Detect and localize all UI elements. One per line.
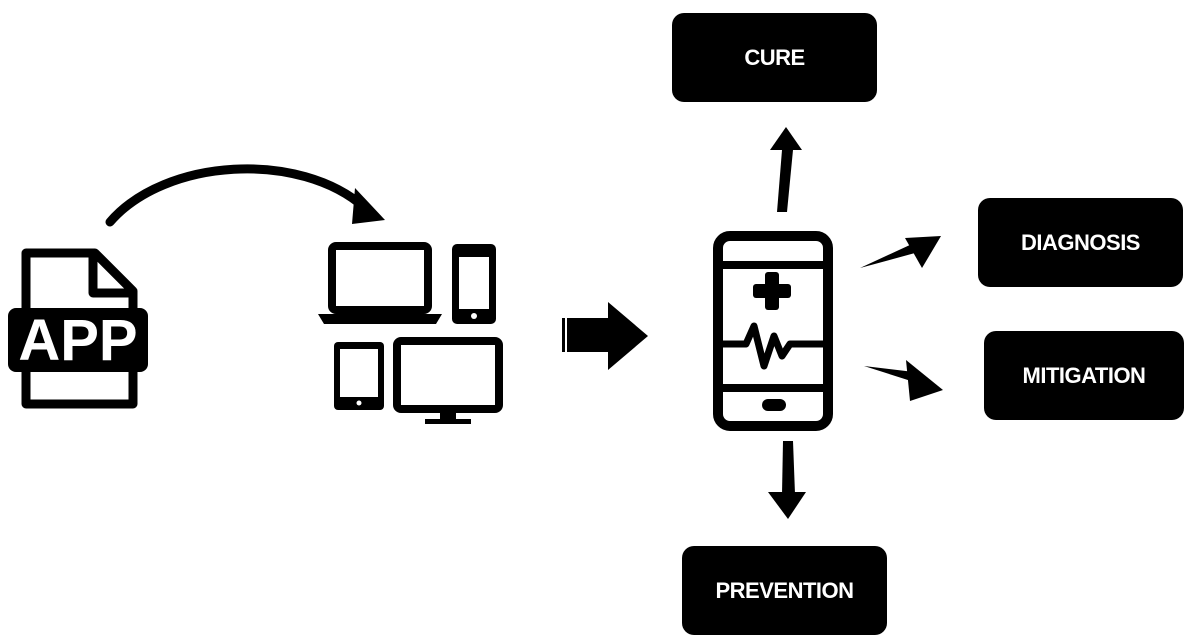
curved-arrow xyxy=(105,164,385,227)
cure-box: CURE xyxy=(672,13,877,102)
diagnosis-box: DIAGNOSIS xyxy=(978,198,1183,287)
monitor-icon xyxy=(393,337,503,424)
arrow-to-diagnosis xyxy=(860,236,941,268)
app-file-icon: APP xyxy=(8,248,148,409)
heartbeat-icon xyxy=(718,322,828,370)
devices-icon xyxy=(318,242,503,424)
mitigation-label: MITIGATION xyxy=(1022,362,1146,388)
tablet-icon xyxy=(334,342,384,410)
arrow-to-cure xyxy=(770,127,802,212)
arrow-to-mitigation xyxy=(864,360,943,401)
prevention-box: PREVENTION xyxy=(682,546,887,635)
smartphone-icon xyxy=(452,244,496,324)
arrow-to-prevention xyxy=(768,441,806,519)
mitigation-box: MITIGATION xyxy=(984,331,1184,420)
diagnosis-label: DIAGNOSIS xyxy=(1021,229,1140,255)
block-arrow-right xyxy=(558,302,648,370)
medical-cross-icon xyxy=(753,272,791,310)
laptop-icon xyxy=(318,242,442,324)
cure-label: CURE xyxy=(744,44,805,70)
prevention-label: PREVENTION xyxy=(715,577,854,603)
medical-app-phone-icon xyxy=(713,231,833,431)
app-file-label: APP xyxy=(18,308,137,373)
